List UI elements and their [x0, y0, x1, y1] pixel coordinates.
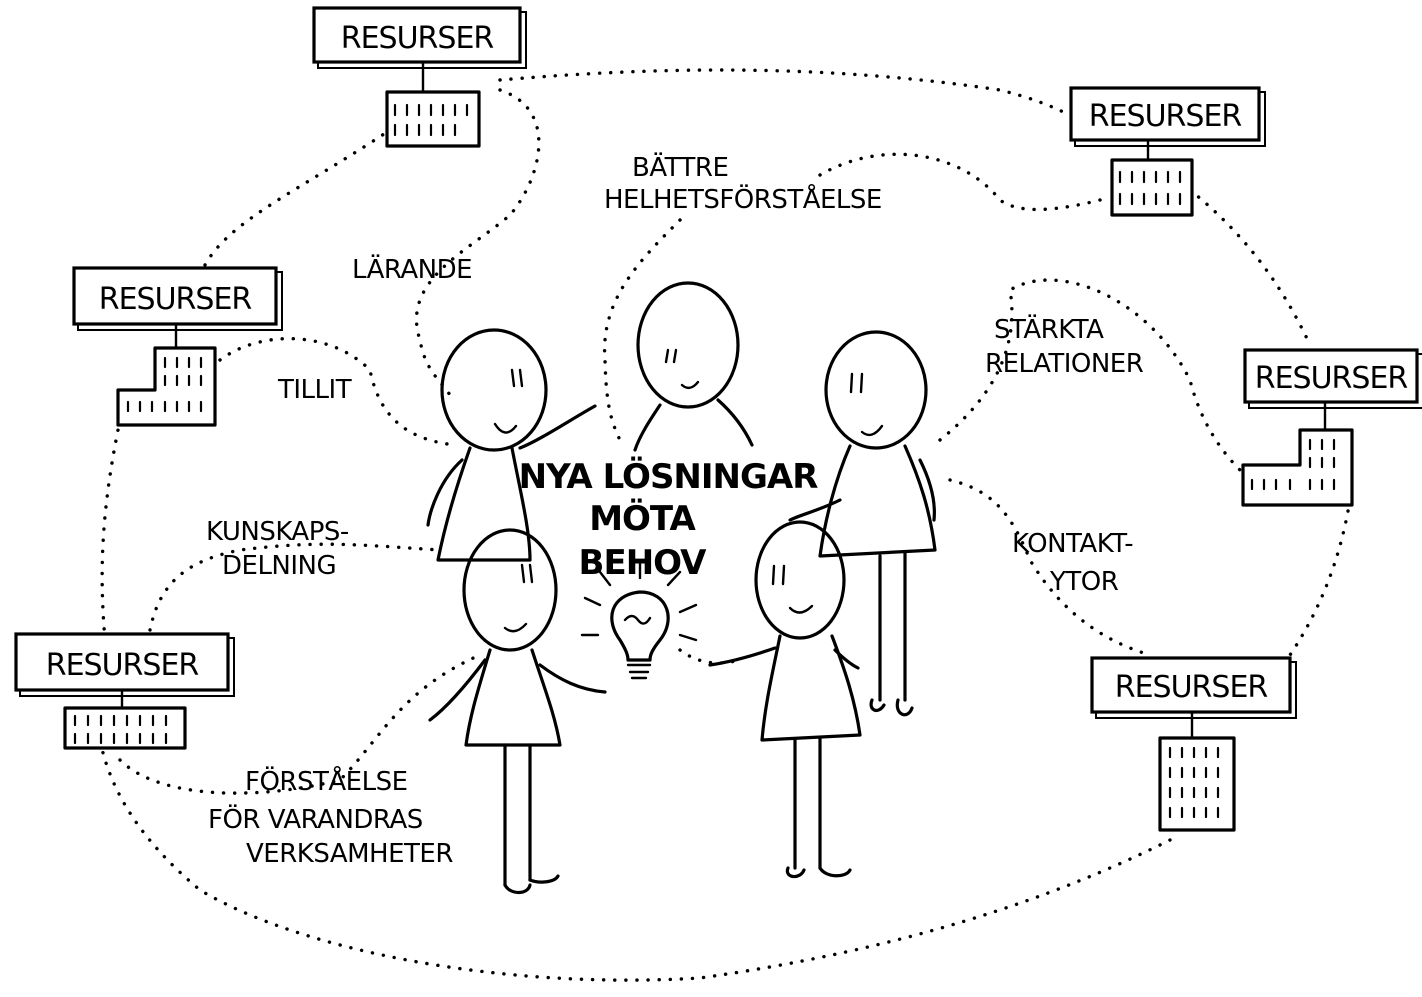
person-right-top — [788, 330, 937, 717]
center-line1: NYA LÖSNINGAR — [519, 456, 819, 497]
label-kunskaps-line2: DELNING — [222, 551, 336, 581]
label-battre-line1: BÄTTRE — [632, 151, 728, 183]
lightbulb-icon — [580, 560, 698, 680]
person-left-top — [426, 328, 597, 562]
resource-label: RESURSER — [1115, 670, 1268, 705]
person-back — [633, 281, 754, 452]
label-kontakt-line1: KONTAKT- — [1012, 529, 1133, 559]
resource-block-5: RESURSER — [14, 632, 235, 750]
center-line2: MÖTA — [589, 498, 696, 539]
connector-bulb-right — [678, 648, 742, 665]
connector-battre-right — [818, 152, 1102, 212]
connector-starkta — [938, 278, 1242, 472]
resource-block-1: RESURSER — [312, 6, 527, 148]
resource-label: RESURSER — [46, 648, 199, 683]
resource-label: RESURSER — [99, 282, 252, 317]
center-line3: BEHOV — [579, 543, 708, 583]
connector-kunskaps — [148, 542, 442, 632]
label-forstaelse-line1: FÖRSTÅELSE — [245, 765, 408, 797]
label-forstaelse-line3: VERKSAMHETER — [246, 839, 453, 869]
resource-label: RESURSER — [1255, 361, 1408, 396]
label-kunskaps-line1: KUNSKAPS- — [206, 517, 349, 547]
label-starkta-line1: STÄRKTA — [994, 313, 1104, 345]
label-forstaelse-line2: FÖR VARANDRAS — [208, 803, 423, 835]
label-battre-line2: HELHETSFÖRSTÅELSE — [604, 183, 882, 215]
resource-block-6: RESURSER — [1090, 656, 1297, 832]
label-larande: LÄRANDE — [352, 253, 472, 285]
label-starkta-line2: RELATIONER — [985, 349, 1144, 379]
person-right-bottom — [708, 520, 862, 879]
connector-tillit — [218, 337, 457, 447]
resource-label: RESURSER — [1089, 99, 1242, 134]
label-tillit: TILLIT — [277, 375, 352, 405]
resource-label: RESURSER — [341, 21, 494, 56]
connector-battre — [602, 218, 682, 442]
resource-block-2: RESURSER — [1069, 86, 1266, 217]
label-kontakt-line2: YTOR — [1049, 567, 1119, 597]
resource-block-4: RESURSER — [1241, 348, 1422, 507]
resource-block-3: RESURSER — [72, 266, 283, 427]
connector-larande — [414, 88, 541, 397]
person-left-bottom — [428, 528, 607, 895]
